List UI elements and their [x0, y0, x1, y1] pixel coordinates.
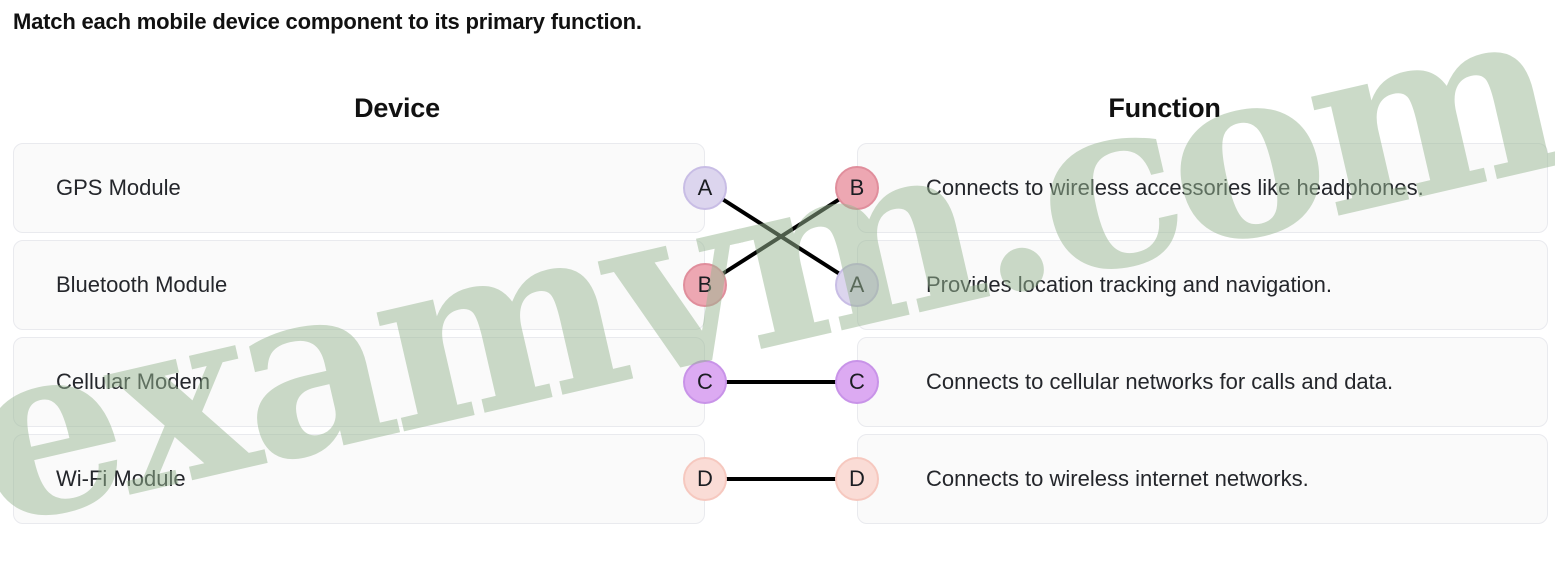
function-card-gps-answer[interactable]: Provides location tracking and navigatio…: [857, 240, 1548, 330]
match-row: GPS Module A B Connects to wireless acce…: [0, 143, 1555, 233]
device-card-gps[interactable]: GPS Module: [13, 143, 705, 233]
device-badge[interactable]: D: [683, 457, 727, 501]
function-card-cellular-answer[interactable]: Connects to cellular networks for calls …: [857, 337, 1548, 427]
function-card-wifi-answer[interactable]: Connects to wireless internet networks.: [857, 434, 1548, 524]
device-badge[interactable]: A: [683, 166, 727, 210]
column-header-device: Device: [354, 93, 440, 123]
device-card-bluetooth[interactable]: Bluetooth Module: [13, 240, 705, 330]
function-card-bluetooth-answer[interactable]: Connects to wireless accessories like he…: [857, 143, 1548, 233]
connection-line-B[interactable]: [703, 186, 859, 287]
device-label: Bluetooth Module: [56, 272, 228, 297]
function-label: Connects to wireless internet networks.: [926, 466, 1309, 491]
match-row: Cellular Modem C C Connects to cellular …: [0, 337, 1555, 427]
device-badge[interactable]: C: [683, 360, 727, 404]
question-prompt: Match each mobile device component to it…: [13, 9, 642, 34]
device-card-wifi[interactable]: Wi-Fi Module: [13, 434, 705, 524]
device-label: GPS Module: [56, 175, 181, 200]
function-label: Connects to cellular networks for calls …: [926, 369, 1394, 394]
function-badge[interactable]: A: [835, 263, 879, 307]
function-badge[interactable]: C: [835, 360, 879, 404]
function-label: Provides location tracking and navigatio…: [926, 272, 1333, 297]
match-row: Bluetooth Module B A Provides location t…: [0, 240, 1555, 330]
device-label: Wi-Fi Module: [56, 466, 186, 491]
device-label: Cellular Modem: [56, 369, 211, 394]
function-label: Connects to wireless accessories like he…: [926, 175, 1424, 200]
device-badge[interactable]: B: [683, 263, 727, 307]
match-row: Wi-Fi Module D D Connects to wireless in…: [0, 434, 1555, 524]
device-card-cellular[interactable]: Cellular Modem: [13, 337, 705, 427]
function-badge[interactable]: B: [835, 166, 879, 210]
match-lines: [703, 186, 859, 481]
column-header-function: Function: [1108, 93, 1221, 123]
function-badge[interactable]: D: [835, 457, 879, 501]
